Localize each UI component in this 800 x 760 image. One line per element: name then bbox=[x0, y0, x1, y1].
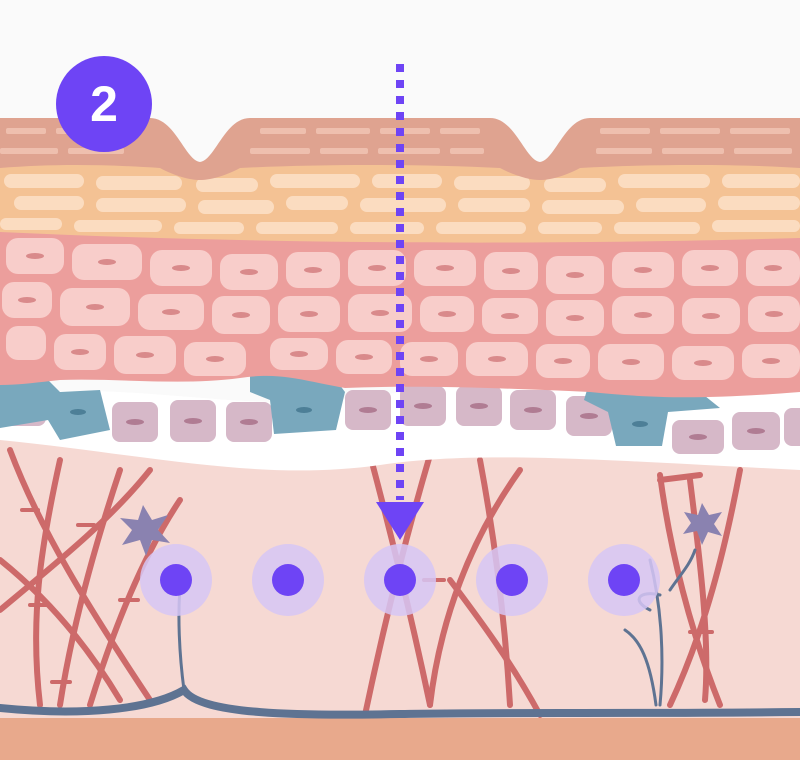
fibroblast-cell bbox=[683, 503, 722, 545]
melanocyte-nuclei bbox=[70, 407, 648, 427]
injection-dot bbox=[608, 564, 640, 596]
subcutaneous-layer bbox=[0, 718, 800, 760]
nerve-trunk bbox=[0, 684, 800, 719]
injection-dot bbox=[496, 564, 528, 596]
injection-dot bbox=[160, 564, 192, 596]
granular-cells bbox=[0, 174, 800, 234]
injection-dot bbox=[384, 564, 416, 596]
injection-dots bbox=[140, 544, 660, 616]
injection-dot bbox=[272, 564, 304, 596]
step-number-badge: 2 bbox=[56, 56, 152, 152]
spinous-cell-nuclei bbox=[18, 253, 783, 366]
fibroblast-cell bbox=[120, 505, 170, 556]
step-number-label: 2 bbox=[90, 76, 118, 132]
dotted-arrow-down-icon bbox=[376, 502, 424, 540]
